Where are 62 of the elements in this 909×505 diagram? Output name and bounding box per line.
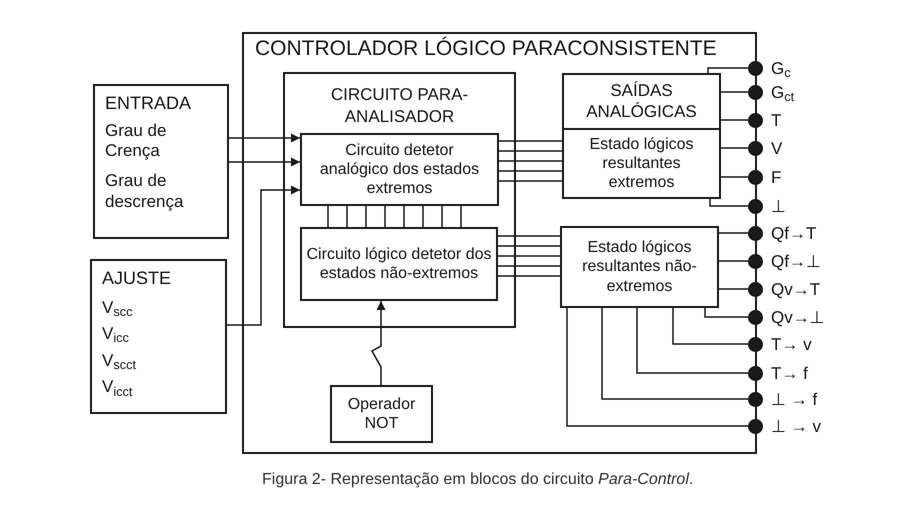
box-text: Circuito detetor analógico dos estados extremos: [318, 140, 480, 198]
output-label: ⊥ → f: [771, 390, 818, 408]
output-label: Qf→⊥: [771, 252, 821, 270]
connector-line: [498, 140, 563, 182]
connector-line: [721, 147, 748, 149]
output-label: ⊥: [771, 198, 786, 214]
block-heading: ENTRADA: [105, 92, 192, 114]
connector-line: [707, 67, 748, 73]
process-box: [330, 385, 433, 443]
connector-line: [229, 158, 300, 166]
block-item: V$_{icct}$: [102, 376, 132, 400]
output-label: Qf→T: [771, 224, 816, 242]
connector-line: [229, 134, 300, 142]
output-label: G$_{ct}$: [771, 84, 794, 100]
box-text: Estado lógicos resultantes extremos: [588, 134, 695, 192]
connector-line: [497, 235, 561, 277]
connector-line: [566, 308, 748, 427]
box-text: Operador NOT: [346, 394, 416, 434]
block-item: Grau de descrença: [105, 171, 184, 212]
frame-title: CONTROLADOR LÓGICO PARACONSISTENTE: [255, 36, 717, 62]
connector-line: [327, 205, 462, 228]
controller-frame: [242, 32, 757, 454]
process-box: [562, 128, 721, 199]
box-text: Circuito lógico detetor dos estados não-extremos: [306, 244, 492, 284]
group-heading: CIRCUITO PARA-ANALISADOR: [330, 84, 470, 128]
block-heading: AJUSTE: [102, 267, 172, 290]
block-item: V$_{scc}$: [102, 296, 132, 320]
connector-line: [709, 199, 748, 207]
connector-line: [601, 308, 748, 400]
connector-line: [636, 308, 748, 374]
output-label: ⊥ → v: [771, 418, 821, 434]
output-label: T→ v: [771, 336, 812, 352]
connector-line: [370, 301, 386, 385]
output-label: T: [771, 112, 782, 128]
output-label: F: [771, 168, 782, 186]
block-item: V$_{scct}$: [102, 350, 136, 374]
connector-line: [719, 260, 748, 262]
output-label: Qv→T: [771, 280, 820, 298]
connector-line: [719, 232, 748, 234]
box-text: SAÍDAS ANALÓGICAS: [585, 81, 698, 122]
process-box: [562, 73, 721, 130]
box-text: Estado lógicos resultantes não-extremos: [581, 238, 698, 296]
output-label: Qv→⊥: [771, 308, 825, 326]
output-label: V: [771, 140, 782, 156]
block-item: Grau de Crença: [105, 120, 168, 162]
figure-caption: Figura 2- Representação em blocos do circuito Para-Control.: [262, 470, 694, 490]
connector-line: [704, 308, 748, 318]
connector-line: [719, 288, 748, 290]
process-box: [300, 227, 498, 301]
output-label: T→ f: [771, 364, 808, 382]
connector-line: [721, 91, 748, 93]
connector-line: [721, 119, 748, 121]
input-block: [93, 84, 229, 239]
circuit-group-box: [283, 72, 516, 328]
process-box: [300, 133, 499, 206]
connector-line: [721, 176, 748, 178]
connector-line: [227, 186, 300, 326]
process-box: [560, 226, 719, 308]
connector-line: [672, 308, 748, 345]
block-item: V$_{icc}$: [102, 323, 129, 347]
output-label: G$_{c}$: [771, 60, 791, 76]
input-block: [90, 259, 227, 414]
